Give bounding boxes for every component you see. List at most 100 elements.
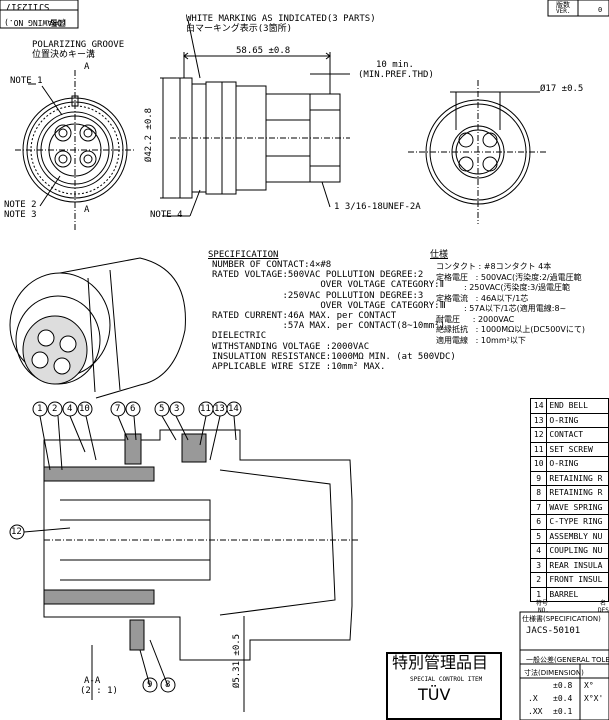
parts-footer-desc: DES: [598, 607, 609, 614]
balloon-8: 8: [165, 680, 171, 690]
tolerance-ang: X°: [584, 681, 594, 690]
spec-en-line: DIELECTRIC: [212, 331, 267, 342]
tolerance-tol: ±0.4: [553, 694, 573, 703]
note-2: NOTE 2: [4, 200, 37, 210]
tolerance-ang: X°X': [584, 694, 604, 703]
part-description: C-TYPE RING: [546, 514, 609, 530]
part-number: 10: [529, 456, 548, 472]
spec-en-line: OVER VOLTAGE CATEGORY:Ⅲ: [212, 300, 446, 311]
balloon-6: 6: [130, 404, 136, 414]
part-number: 13: [529, 412, 548, 428]
section-view: [23, 415, 360, 712]
dim-dia17: Ø17 ±0.5: [540, 84, 584, 94]
dim-min-ref: (MIN.PREF.THD): [358, 70, 434, 80]
control-tuv: TÜV: [418, 685, 451, 704]
part-number: 6: [529, 514, 548, 530]
control-en: SPECIAL CONTROL ITEM: [410, 676, 483, 683]
part-description: RETAINING R: [546, 470, 609, 486]
marking-note-jp: 白マーキング表示(3箇所): [186, 24, 292, 34]
part-number: 14: [529, 398, 548, 414]
parts-footer-no: NO.: [538, 607, 549, 614]
part-description: O-RING: [546, 412, 609, 428]
part-description: END BELL: [546, 398, 609, 414]
spec-en-line: INSULATION RESISTANCE:1000MΩ MIN. (at 50…: [212, 351, 456, 362]
marking-note: WHITE MARKING AS INDICATED(3 PARTS): [186, 14, 376, 24]
spec-ref-value: JACS-50101: [526, 626, 581, 636]
spec-title: SPECIFICATION: [208, 250, 279, 260]
part-number: 1: [529, 586, 548, 602]
dim-min: 10 min.: [376, 60, 414, 70]
part-number: 11: [529, 441, 548, 457]
spec-jp-line: 定格電流 : 46A以下/1芯: [436, 293, 529, 303]
spec-jp-line: : 57A以下/1芯(適用電線:8~: [436, 304, 567, 313]
drawing-number: SJ112317: [6, 1, 50, 11]
tolerance-dim: .XX: [528, 707, 543, 716]
control-box: [386, 652, 502, 720]
balloon-11: 11: [200, 404, 211, 414]
balloon-circles: [9, 401, 242, 693]
polarizing-groove-jp: 位置決めキー溝: [32, 50, 96, 60]
part-number: 7: [529, 499, 548, 515]
revision-label-jp: 版数: [556, 1, 570, 9]
spec-en-line: APPLICABLE WIRE SIZE :10mm² MAX.: [212, 362, 386, 372]
part-description: ASSEMBLY NU: [546, 528, 609, 544]
part-description: WAVE SPRING: [546, 499, 609, 515]
part-description: RETAINING R: [546, 485, 609, 501]
section-scale: (2 : 1): [80, 686, 118, 696]
part-number: 8: [529, 485, 548, 501]
tolerance-tol: ±0.8: [553, 681, 573, 690]
spec-jp-title: 仕様: [430, 250, 449, 260]
spec-en-line: :250VAC POLLUTION DEGREE:3: [212, 290, 424, 301]
balloon-10: 10: [79, 404, 90, 414]
balloon-7: 7: [115, 404, 121, 414]
tolerance-frame: [519, 611, 609, 720]
balloon-3: 3: [174, 404, 180, 414]
part-description: FRONT INSUL: [546, 572, 609, 588]
spec-jp-line: 耐電圧 : 2000VAC: [436, 314, 515, 324]
spec-jp-line: : 250VAC(汚染度:3/過電圧範: [436, 283, 570, 292]
note-3: NOTE 3: [4, 210, 37, 220]
revision-block: [547, 0, 609, 17]
rear-view: [408, 80, 548, 224]
spec-en-line: :57A MAX. per CONTACT(8~10mm²): [212, 321, 445, 332]
part-description: O-RING: [546, 456, 609, 472]
spec-en-line: NUMBER OF CONTACT:4×#8: [212, 260, 332, 270]
part-description: SET SCREW: [546, 441, 609, 457]
tolerance-tol: ±0.1: [553, 707, 573, 716]
tolerance-title: 一般公差(GENERAL TOLERA: [526, 656, 609, 664]
front-view: [15, 70, 135, 230]
balloon-14: 14: [228, 404, 239, 414]
drawing-number-block: [0, 0, 79, 29]
control-jp: 特別管理品目: [392, 653, 489, 672]
side-view: [160, 19, 350, 217]
tolerance-dim: .X: [528, 694, 538, 703]
spec-jp-line: 定格電圧 : 500VAC(汚染度:2/過電圧範: [436, 272, 582, 282]
parts-footer-no-jp: 符号: [536, 600, 549, 607]
revision-label: VER.: [556, 8, 571, 15]
part-description: COUPLING NU: [546, 543, 609, 559]
polarizing-groove: POLARIZING GROOVE: [32, 40, 125, 50]
dim-dia42: Ø42.2 ±0.8: [144, 107, 155, 163]
balloon-4: 4: [67, 404, 73, 414]
balloon-12: 12: [11, 527, 22, 537]
part-description: REAR INSULA: [546, 557, 609, 573]
thread-spec: 1 3/16-18UNEF-2A: [334, 202, 421, 212]
iso-view: [9, 257, 186, 399]
spec-en-line: RATED VOLTAGE:500VAC POLLUTION DEGREE:2: [212, 270, 424, 281]
note-1: NOTE 1: [10, 76, 43, 86]
section-label: A-A: [84, 676, 101, 686]
spec-jp-line: 適用電線 : 10mm²以下: [436, 335, 526, 345]
balloon-13: 13: [214, 404, 225, 414]
